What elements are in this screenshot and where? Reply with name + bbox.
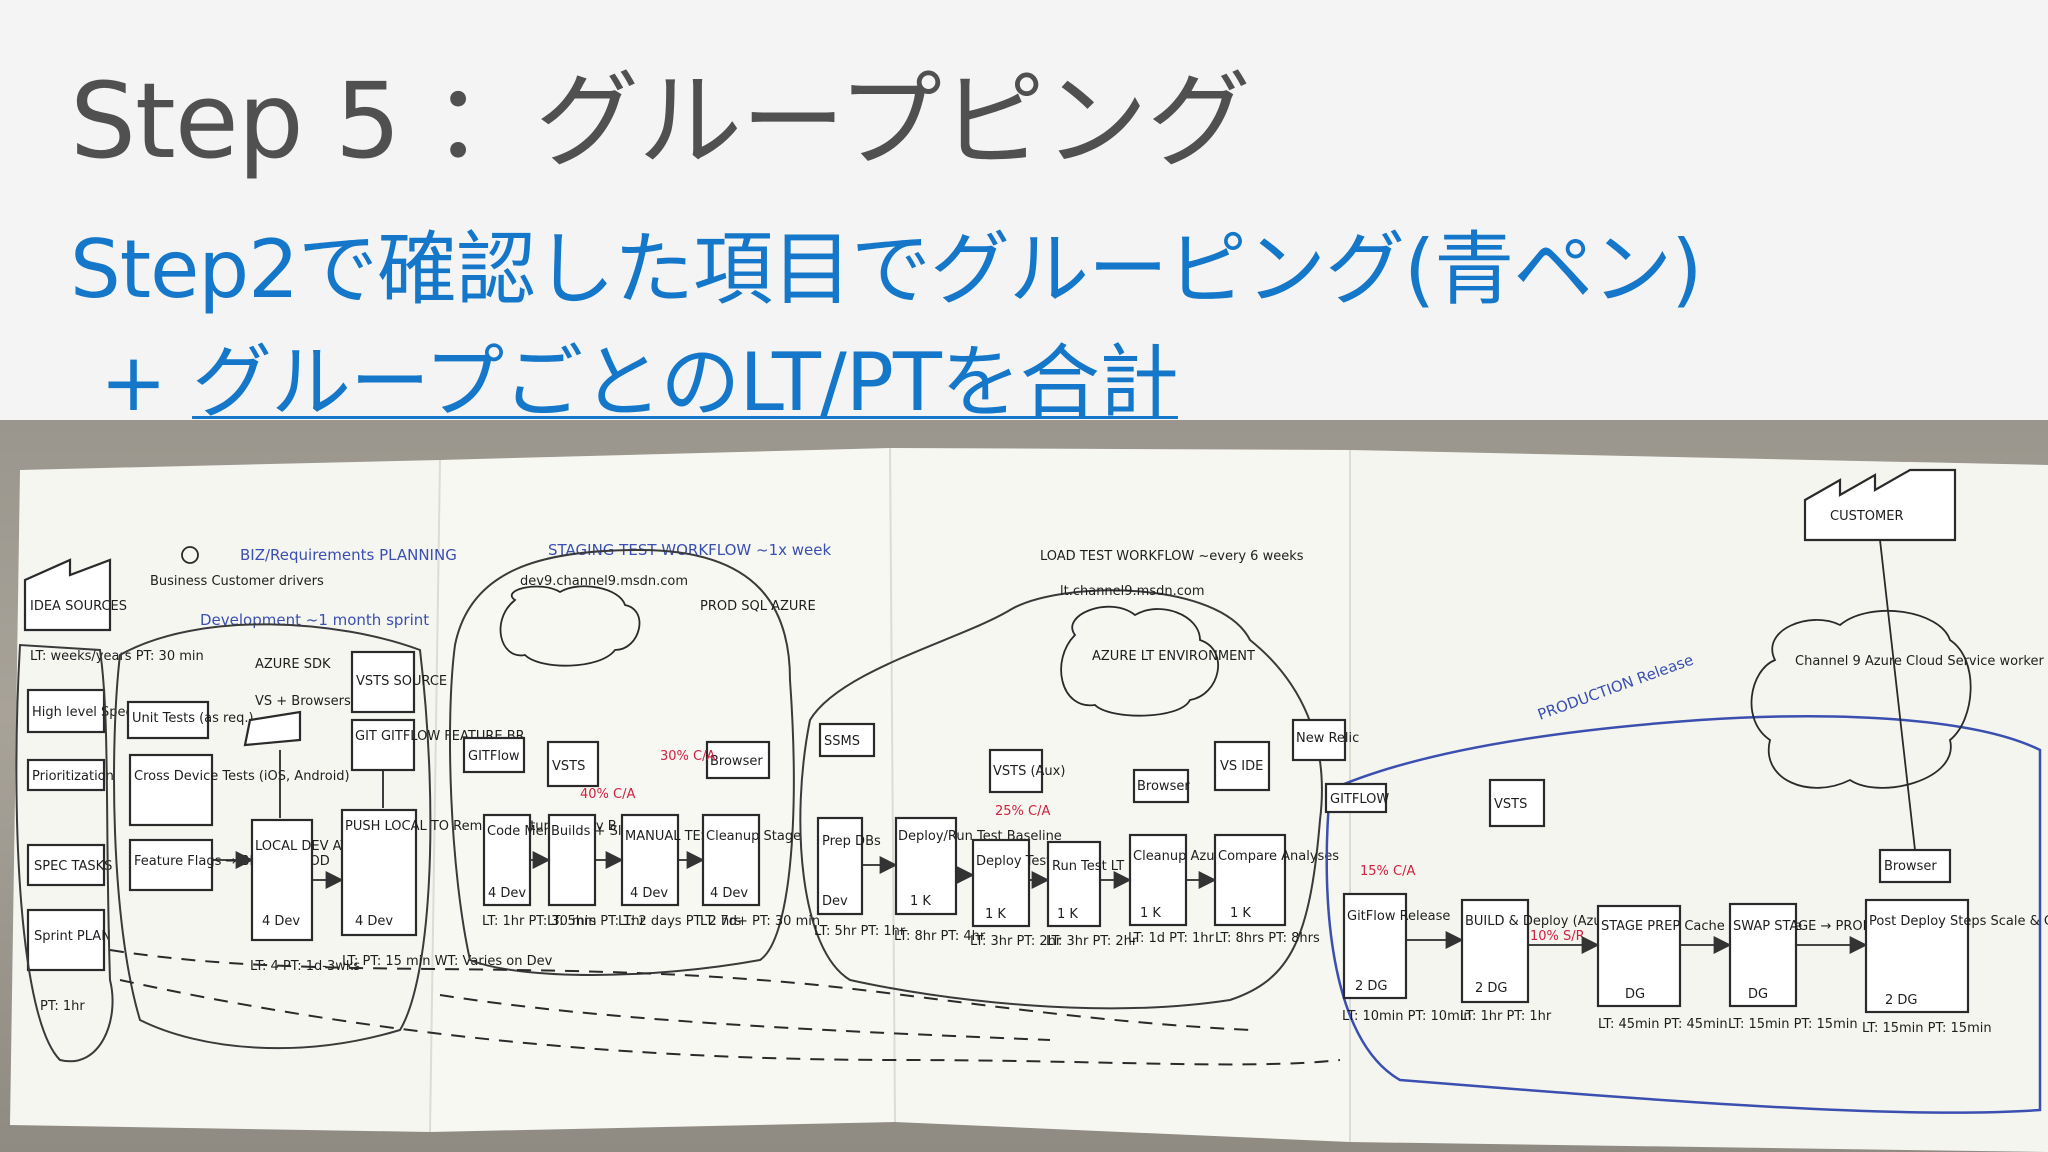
code-merge-count: 4 Dev: [488, 886, 526, 901]
local-dev-count: 4 Dev: [262, 914, 300, 929]
stage-prep-lt: LT: 45min PT: 45min: [1598, 1017, 1728, 1032]
local-dev-box: LOCAL DEV ATest: [255, 839, 366, 854]
deploy-run-lt: LT: 8hr PT: 4hr: [894, 929, 986, 944]
prioritization-box: Prioritization: [32, 769, 114, 784]
swap-stage-count: DG: [1748, 987, 1768, 1002]
unit-tests-box: Unit Tests (as req.): [132, 711, 254, 726]
swap-stage-box: SWAP STAGE → PROD: [1733, 919, 1873, 934]
load-pct: 25% C/A: [995, 804, 1050, 819]
slide-subtitle-2: + グループごとのLT/PTを合計: [100, 318, 1179, 434]
group-total-link[interactable]: グループごとのLT/PTを合計: [192, 336, 1179, 429]
vs-browsers-label: VS + Browsers: [255, 694, 351, 709]
customer-label: CUSTOMER: [1830, 509, 1903, 524]
gitflow-release-count: 2 DG: [1355, 979, 1388, 994]
staging-cleanup-lt: LT: 7d+ PT: 30 min: [700, 914, 820, 929]
manual-tests-count: 4 Dev: [630, 886, 668, 901]
compare-count: 1 K: [1230, 906, 1251, 921]
build-deploy-count: 2 DG: [1475, 981, 1508, 996]
azure-sdk-label: AZURE SDK: [255, 657, 331, 672]
vsts-source-box: VSTS SOURCE: [356, 674, 447, 689]
load-group-label: LOAD TEST WORKFLOW ~every 6 weeks: [1040, 549, 1304, 564]
biz-group-label: BIZ/Requirements PLANNING: [240, 546, 457, 564]
left-lt-pt: LT: weeks/years PT: 30 min: [30, 649, 204, 664]
slide-title: Step 5 ：グループピング: [70, 60, 1251, 182]
deploy-run-count: 1 K: [910, 894, 931, 909]
gitflow-release-lt: LT: 10min PT: 10min: [1342, 1009, 1472, 1024]
compare-analyses-box: Compare Analyses: [1218, 849, 1339, 864]
staging-browser-box: Browser: [710, 754, 763, 769]
compare-lt: LT: 8hrs PT: 8hrs: [1215, 931, 1320, 946]
code-merge-lt: LT: 1hr PT: 30 min: [482, 914, 597, 929]
build-deploy-box: BUILD & Deploy (Azure): [1465, 914, 1620, 929]
staging-pct-2: 30% C/A: [660, 749, 715, 764]
staging-cleanup-box: Cleanup Stage: [706, 829, 801, 844]
stage-prep-count: DG: [1625, 987, 1645, 1002]
staging-cleanup-count: 4 Dev: [710, 886, 748, 901]
load-cleanup-lt: LT: 1d PT: 1hr: [1128, 931, 1215, 946]
post-deploy-box: Post Deploy Steps Scale & Cache Change: [1869, 914, 2048, 929]
gitflow-release-box: GitFlow Release: [1347, 909, 1450, 924]
prod-pct-2: 15% C/A: [1360, 864, 1415, 879]
manual-tests-lt: LT: 2 days PT: 2 hrs: [618, 914, 742, 929]
builds-lt: LT: 5hrs PT: 1hr: [547, 914, 646, 929]
prod-sql-label: PROD SQL AZURE: [700, 599, 816, 614]
code-merge-box: Code Merge: [487, 824, 565, 839]
prod-gitflow-box: GITFLOW: [1330, 792, 1389, 807]
run-test-box: Run Test LT: [1052, 859, 1124, 874]
paper-sheet-4: [1350, 450, 2048, 1152]
vs-ide-box: VS IDE: [1220, 759, 1263, 774]
vsts-aux-box: VSTS (Aux): [993, 764, 1065, 779]
left-pt: PT: 1hr: [40, 999, 85, 1014]
prep-dbs-count: Dev: [822, 894, 848, 909]
push-lt: LT: PT: 15 min WT: Varies on Dev: [342, 954, 553, 969]
post-deploy-count: 2 DG: [1885, 993, 1918, 1008]
load-browser-box: Browser: [1137, 779, 1190, 794]
manual-tests-box: MANUAL TESTS: [625, 829, 725, 844]
idea-sources-label: IDEA SOURCES: [30, 599, 127, 614]
prep-dbs-lt: LT: 5hr PT: 1hr: [814, 924, 906, 939]
dev9-url: dev9.channel9.msdn.com: [520, 574, 688, 589]
plus-sign: +: [100, 336, 167, 429]
deploy-test-count: 1 K: [985, 907, 1006, 922]
new-relic-box: New Relic: [1296, 731, 1359, 746]
business-drivers-label: Business Customer drivers: [150, 574, 324, 589]
prod-vsts-box: VSTS: [1494, 797, 1527, 812]
push-count: 4 Dev: [355, 914, 393, 929]
deploy-test-lt: LT: 3hr PT: 2hr: [970, 934, 1062, 949]
staging-vsts-box: VSTS: [552, 759, 585, 774]
staging-pct-1: 40% C/A: [580, 787, 635, 802]
staging-gitflow-box: GITFlow: [468, 749, 520, 764]
whiteboard-photo: .bx { fill:#fff; stroke:#2a2a2a; stroke-…: [0, 420, 2048, 1152]
spec-tasks-box: SPEC TASKS: [34, 859, 112, 874]
lt-url: lt.channel9.msdn.com: [1060, 584, 1205, 599]
value-stream-map: .bx { fill:#fff; stroke:#2a2a2a; stroke-…: [10, 447, 2048, 1152]
build-deploy-lt: LT: 1hr PT: 1hr: [1460, 1009, 1552, 1024]
azure-lt-env: AZURE LT ENVIRONMENT: [1092, 649, 1255, 664]
post-deploy-lt: LT: 15min PT: 15min: [1862, 1021, 1992, 1036]
staging-group-label: STAGING TEST WORKFLOW ~1x week: [548, 541, 832, 559]
prod-pct-1: 10% S/R: [1530, 929, 1585, 944]
prod-browser-box: Browser: [1884, 859, 1937, 874]
cross-device-box: Cross Device Tests (iOS, Android): [134, 769, 350, 784]
ssms-box: SSMS: [824, 734, 860, 749]
slide-subtitle: Step2で確認した項目でグルーピング(青ペン): [70, 223, 1702, 316]
prep-dbs-box: Prep DBs: [822, 834, 881, 849]
load-cleanup-count: 1 K: [1140, 906, 1161, 921]
swap-stage-lt: LT: 15min PT: 15min: [1728, 1017, 1858, 1032]
run-test-count: 1 K: [1057, 907, 1078, 922]
run-test-lt: LT: 3hr PT: 2hr: [1046, 934, 1138, 949]
sprint-plan-box: Sprint PLAN: [34, 929, 111, 944]
channel9-cloud: Channel 9 Azure Cloud Service worker rol…: [1795, 654, 2048, 669]
